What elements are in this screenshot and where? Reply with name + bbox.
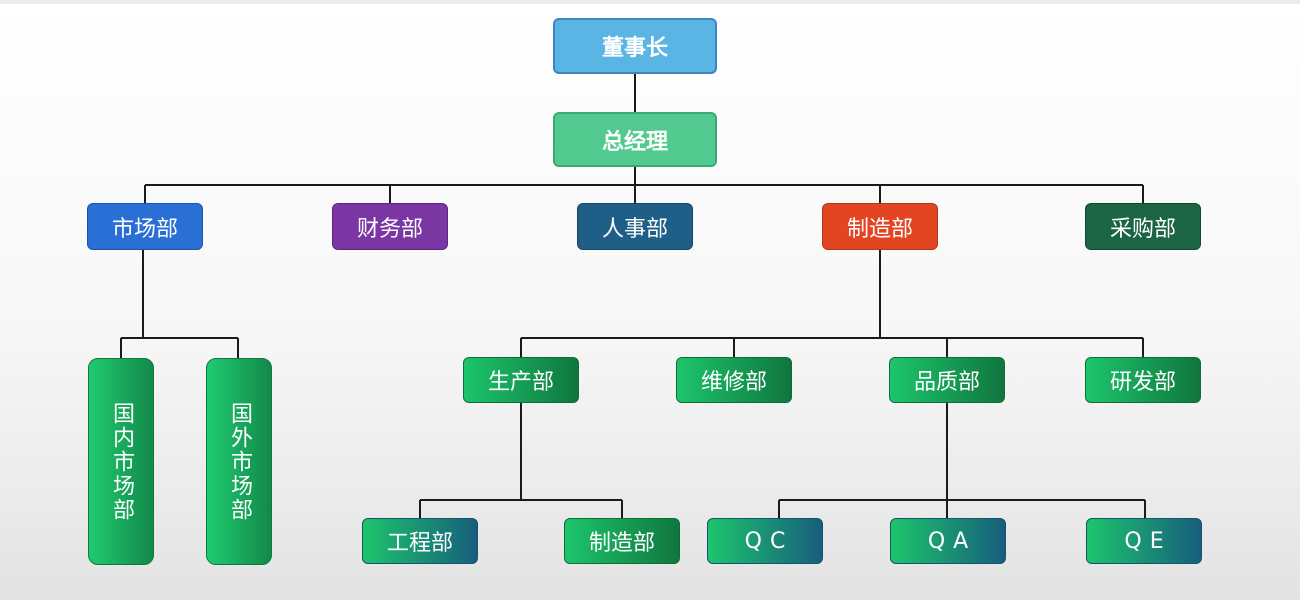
node-qe-label: QE [1124, 528, 1172, 554]
node-rnd-label: 研发部 [1109, 370, 1176, 395]
node-quality: 品质部 [889, 357, 1005, 403]
node-finance: 财务部 [332, 203, 448, 250]
node-qa: QA [890, 518, 1006, 564]
node-production-manufacturing: 制造部 [564, 518, 680, 564]
node-chairman-label: 董事长 [601, 36, 668, 61]
node-overseas-market-label: 国外市场部 [227, 401, 252, 522]
node-domestic-market-label: 国内市场部 [109, 401, 134, 522]
node-general-manager: 总经理 [553, 112, 717, 167]
node-hr-label: 人事部 [601, 216, 668, 242]
node-production: 生产部 [463, 357, 579, 403]
node-maintenance: 维修部 [676, 357, 792, 403]
top-strip [0, 0, 1300, 4]
node-rnd: 研发部 [1085, 357, 1201, 403]
node-production-label: 生产部 [487, 370, 554, 395]
node-marketing-label: 市场部 [111, 216, 178, 242]
node-finance-label: 财务部 [356, 216, 423, 242]
node-manufacturing: 制造部 [822, 203, 938, 250]
node-procurement-label: 采购部 [1109, 216, 1176, 242]
node-overseas-market: 国外市场部 [206, 358, 272, 565]
node-engineering-label: 工程部 [386, 531, 453, 556]
node-qe: QE [1086, 518, 1202, 564]
node-qc-label: QC [744, 528, 794, 554]
node-general-manager-label: 总经理 [601, 129, 668, 155]
node-quality-label: 品质部 [913, 370, 980, 395]
node-production-manufacturing-label: 制造部 [588, 531, 655, 556]
node-marketing: 市场部 [87, 203, 203, 250]
node-domestic-market: 国内市场部 [88, 358, 154, 565]
node-procurement: 采购部 [1085, 203, 1201, 250]
node-engineering: 工程部 [362, 518, 478, 564]
node-chairman: 董事长 [553, 18, 717, 74]
node-qc: QC [707, 518, 823, 564]
node-manufacturing-label: 制造部 [846, 216, 913, 242]
node-hr: 人事部 [577, 203, 693, 250]
node-maintenance-label: 维修部 [700, 370, 767, 395]
node-qa-label: QA [927, 528, 977, 554]
